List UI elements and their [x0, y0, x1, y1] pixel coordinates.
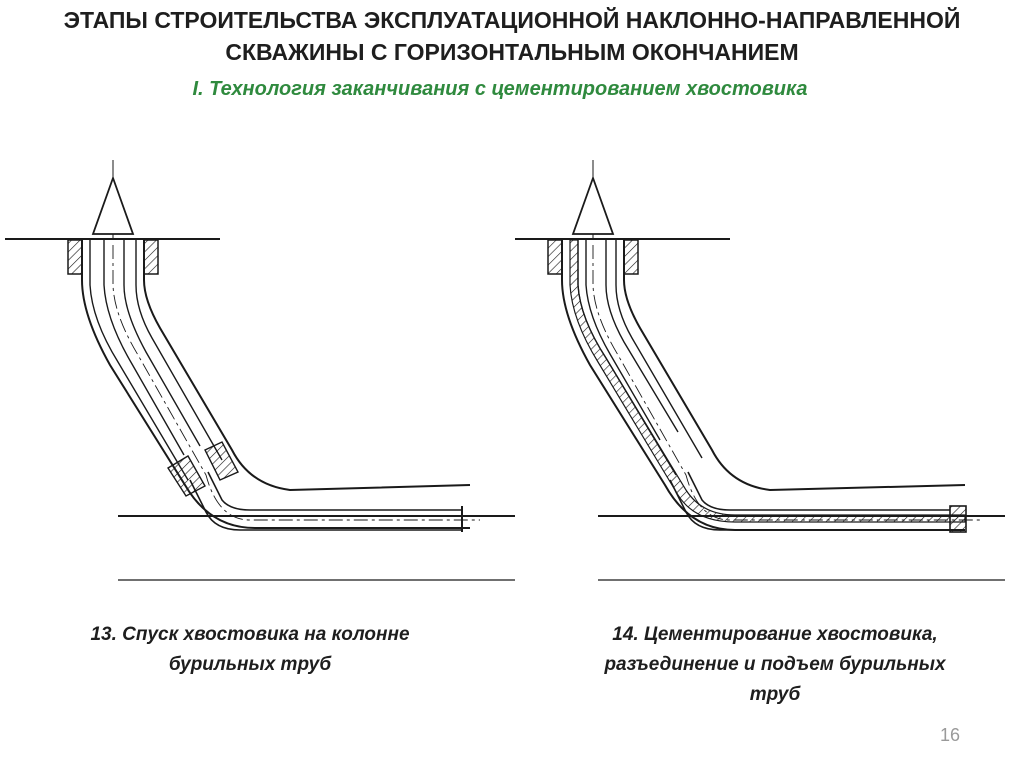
wellhead-arrow-icon	[571, 175, 615, 235]
casing-shoe-left	[167, 455, 206, 497]
casing-shoe-right	[204, 441, 239, 481]
caption-diagram-14: 14. Цементирование хвостовика, разъедине…	[555, 620, 995, 710]
borehole-wall-right	[623, 240, 966, 492]
liner-pipe-lower	[669, 479, 950, 531]
conductor-collar-right	[143, 239, 159, 275]
casing-string-inner	[135, 240, 223, 461]
borehole-wall-left	[81, 240, 470, 529]
drill-pipe-raised	[585, 240, 661, 441]
wellhead-arrow-icon	[91, 175, 135, 235]
liner-pipe-upper	[687, 471, 950, 511]
caption-14-line-2: разъединение и подъем бурильных	[604, 654, 946, 675]
drill-pipe-inner	[123, 240, 201, 447]
caption-diagram-13: 13. Спуск хвостовика на колонне бурильны…	[40, 620, 460, 680]
drill-pipe	[103, 240, 185, 456]
casing-string-inner	[615, 240, 703, 459]
borehole-wall-left	[561, 240, 965, 531]
casing-string	[89, 240, 189, 481]
casing-string	[577, 240, 677, 476]
liner-end-plug	[949, 505, 967, 533]
caption-13-line-1: 13. Спуск хвостовика на колонне	[90, 624, 410, 645]
conductor-collar-left	[67, 239, 83, 275]
well-centerline	[112, 245, 480, 521]
title-line-1: ЭТАПЫ СТРОИТЕЛЬСТВА ЭКСПЛУАТАЦИОННОЙ НАК…	[63, 7, 961, 33]
conductor-collar-left	[547, 239, 563, 275]
title-line-2: СКВАЖИНЫ С ГОРИЗОНТАЛЬНЫМ ОКОНЧАНИЕМ	[225, 39, 799, 65]
well-centerline	[592, 245, 980, 521]
drill-pipe-raised-inner	[605, 240, 679, 433]
borehole-wall-right	[143, 240, 471, 492]
diagram-14-liner-cementing	[515, 160, 1005, 581]
diagram-13-liner-running	[5, 160, 515, 581]
page-number: 16	[939, 725, 961, 745]
liner-pipe-lower	[189, 479, 463, 531]
cement-sheath	[569, 239, 966, 523]
caption-14-line-3: труб	[749, 684, 801, 705]
conductor-collar-right	[623, 239, 639, 275]
page-title: ЭТАПЫ СТРОИТЕЛЬСТВА ЭКСПЛУАТАЦИОННОЙ НАК…	[0, 4, 1024, 68]
liner-pipe-upper	[207, 471, 462, 511]
subtitle: I. Технология заканчивания с цементирова…	[192, 78, 808, 100]
caption-13-line-2: бурильных труб	[168, 654, 332, 675]
caption-14-line-1: 14. Цементирование хвостовика,	[612, 624, 938, 645]
